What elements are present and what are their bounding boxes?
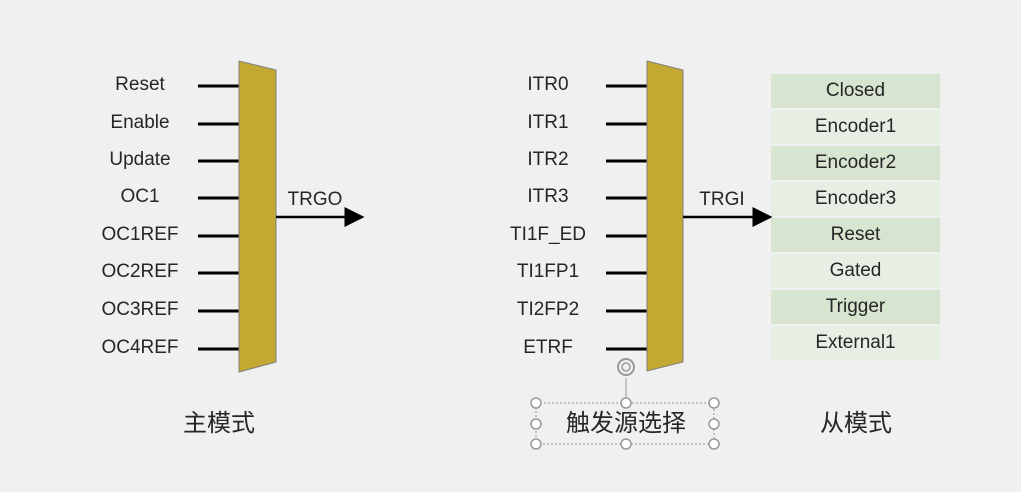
input-label: ITR2 xyxy=(527,149,569,170)
trigger-mux xyxy=(646,60,684,372)
slave-mode-cell: Gated xyxy=(771,254,940,288)
trgi-label: TRGI xyxy=(699,189,745,210)
master-input-lines xyxy=(198,84,239,351)
input-label: OC3REF xyxy=(101,299,179,320)
resize-handle[interactable] xyxy=(530,397,542,409)
resize-handle[interactable] xyxy=(708,438,720,450)
master-caption: 主模式 xyxy=(183,410,255,437)
input-label: TI2FP2 xyxy=(516,299,580,320)
resize-handle[interactable] xyxy=(530,438,542,450)
resize-handle[interactable] xyxy=(620,438,632,450)
rotate-handle-icon[interactable] xyxy=(617,358,635,376)
input-label: ITR1 xyxy=(527,112,569,133)
slave-mode-cell: Encoder3 xyxy=(771,182,940,216)
selection-box[interactable] xyxy=(530,358,720,450)
input-label: OC1 xyxy=(120,186,160,207)
input-label: TI1F_ED xyxy=(509,224,587,245)
trigger-caption[interactable]: 触发源选择 xyxy=(566,410,686,437)
resize-handle[interactable] xyxy=(708,418,720,430)
slave-caption: 从模式 xyxy=(820,410,892,437)
trgo-label: TRGO xyxy=(287,189,343,210)
input-label: OC1REF xyxy=(101,224,179,245)
input-label: Update xyxy=(109,149,171,170)
input-label: OC4REF xyxy=(101,337,179,358)
slave-mode-cell: Trigger xyxy=(771,290,940,324)
slave-mode-cell: Reset xyxy=(771,218,940,252)
input-label: Enable xyxy=(110,112,170,133)
resize-handle[interactable] xyxy=(530,418,542,430)
input-label: Reset xyxy=(115,74,165,95)
input-label: ITR0 xyxy=(527,74,569,95)
input-label: ITR3 xyxy=(527,186,569,207)
slave-mode-cell: Encoder2 xyxy=(771,146,940,180)
master-mux xyxy=(238,60,277,373)
resize-handle[interactable] xyxy=(708,397,720,409)
trigger-input-lines xyxy=(606,84,647,351)
resize-handle[interactable] xyxy=(620,397,632,409)
slave-mode-cell: External1 xyxy=(771,326,940,360)
slave-mode-cell: Closed xyxy=(771,74,940,108)
input-label: OC2REF xyxy=(101,261,179,282)
input-label: TI1FP1 xyxy=(516,261,580,282)
slave-mode-cell: Encoder1 xyxy=(771,110,940,144)
input-label: ETRF xyxy=(523,337,573,358)
